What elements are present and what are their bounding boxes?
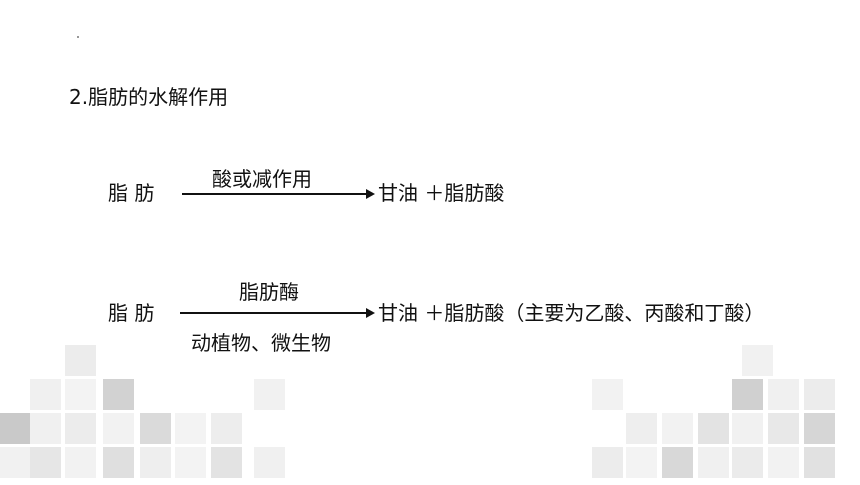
reaction2-reactant: 脂 肪 — [108, 301, 155, 325]
reaction1-reactant: 脂 肪 — [108, 181, 155, 205]
reaction1-condition: 酸或减作用 — [212, 167, 312, 191]
reaction2-condition-below: 动植物、微生物 — [191, 331, 331, 355]
reaction2-arrow-icon — [180, 308, 375, 318]
section-heading: 2.脂肪的水解作用 — [69, 85, 229, 109]
reaction2-condition-above: 脂肪酶 — [239, 280, 299, 304]
decorative-tiles-right — [592, 345, 860, 485]
reaction1-arrow-icon — [182, 189, 375, 199]
decorative-tiles-left — [0, 345, 285, 485]
decorative-dot — [77, 36, 79, 38]
reaction2-products: 甘油 ＋脂肪酸（主要为乙酸、丙酸和丁酸） — [378, 301, 765, 325]
reaction1-products: 甘油 ＋脂肪酸 — [378, 181, 505, 205]
